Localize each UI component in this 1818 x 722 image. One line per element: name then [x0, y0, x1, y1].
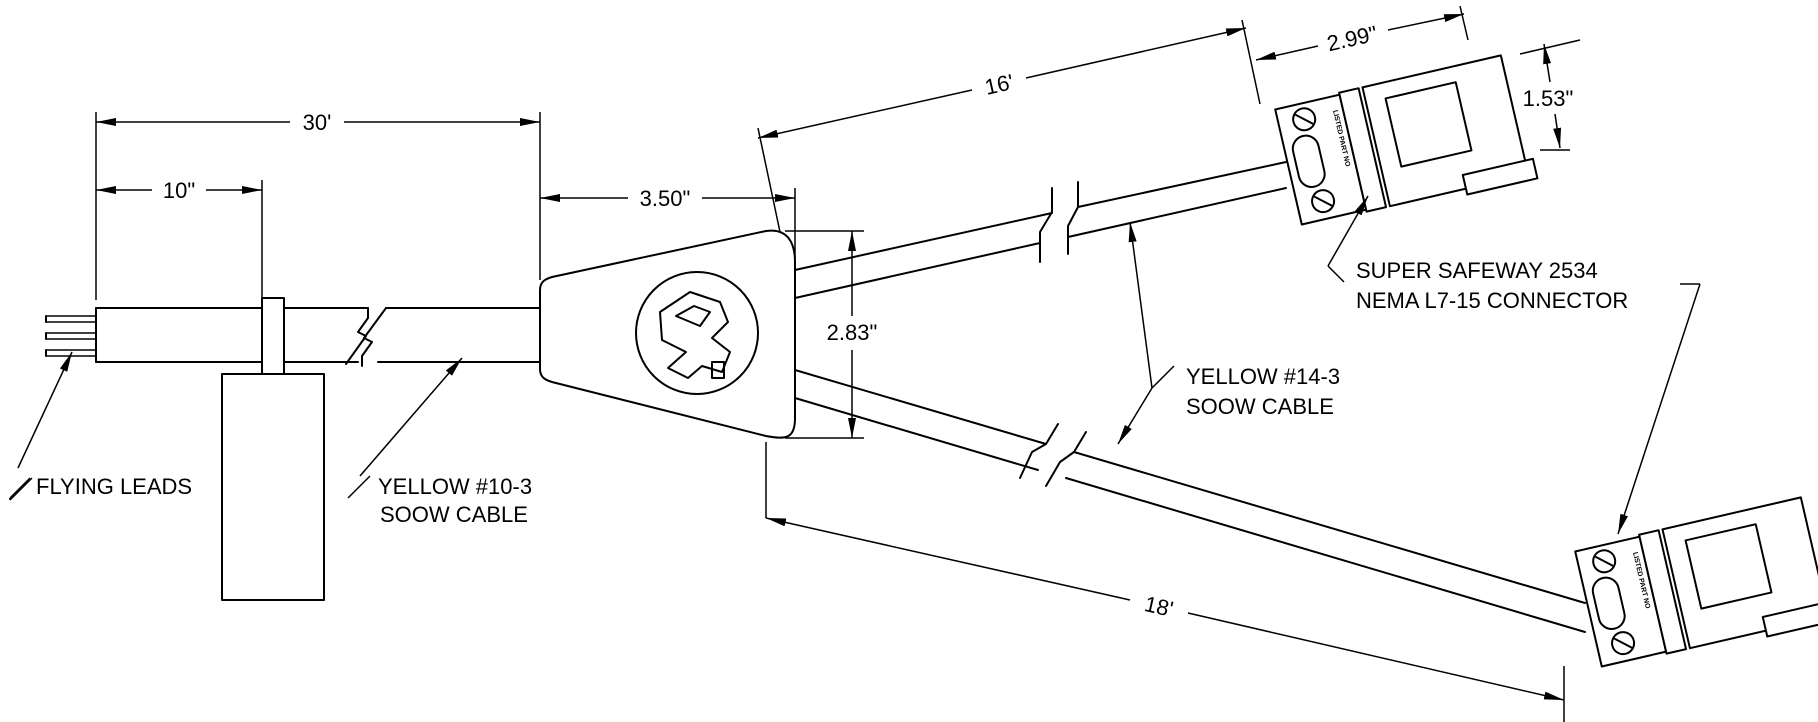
callout-flying-leads: FLYING LEADS: [9, 351, 192, 501]
dimension-30ft-label: 30': [303, 110, 332, 135]
screw-icon: [1292, 107, 1317, 132]
branch-cable-label-line1: YELLOW #14-3: [1186, 364, 1340, 389]
callout-branch-cable: YELLOW #14-3 SOOW CABLE: [1117, 221, 1340, 445]
callout-connector: SUPER SAFEWAY 2534 NEMA L7-15 CONNECTOR: [1327, 195, 1701, 535]
connector-label-line1: SUPER SAFEWAY 2534: [1356, 258, 1598, 283]
dimension-2-99in-label: 2.99": [1325, 21, 1380, 57]
plug-upper: LISTED PART NO: [1274, 54, 1539, 226]
branch-cable-upper: [794, 161, 1287, 299]
flying-leads-label: FLYING LEADS: [36, 474, 192, 499]
dimension-18ft-label: 18': [1142, 591, 1175, 622]
callout-main-cable: YELLOW #10-3 SOOW CABLE: [347, 357, 532, 527]
dimension-1-53in-label: 1.53": [1523, 86, 1574, 111]
screw-icon: [1592, 549, 1617, 574]
cable-tag: [221, 373, 325, 601]
splitter-housing: [539, 229, 796, 439]
cable-break-icon: [345, 307, 387, 367]
dimension-18ft: 18': [765, 442, 1565, 722]
main-cable-label-line2: SOOW CABLE: [380, 502, 528, 527]
dimension-2-99in: 2.99": [1255, 5, 1469, 61]
cable-clamp: [261, 297, 285, 375]
dimension-3-50in: 3.50": [540, 186, 796, 258]
dimension-10in: 10": [96, 178, 263, 298]
dimension-3-50in-label: 3.50": [640, 186, 691, 211]
screw-icon: [1611, 631, 1636, 656]
screw-icon: [1311, 189, 1336, 214]
flying-leads-wires: [45, 315, 96, 357]
dimension-1-53in: 1.53": [1519, 39, 1581, 151]
branch-cable-label-line2: SOOW CABLE: [1186, 394, 1334, 419]
dimension-16ft-label: 16': [982, 69, 1015, 100]
branch-cable-lower: [794, 369, 1586, 633]
main-cable-label-line1: YELLOW #10-3: [378, 474, 532, 499]
logo-w-icon: [635, 271, 759, 395]
connector-label-line2: NEMA L7-15 CONNECTOR: [1356, 288, 1628, 313]
dimension-2-83in-label: 2.83": [827, 320, 878, 345]
dimension-16ft: 16': [757, 19, 1261, 233]
plug-lower: LISTED PART NO: [1574, 496, 1818, 668]
dimension-10in-label: 10": [163, 178, 195, 203]
dimension-30ft: 30': [95, 110, 541, 300]
main-cable: [45, 297, 541, 601]
dimension-2-83in: 2.83": [785, 230, 878, 439]
